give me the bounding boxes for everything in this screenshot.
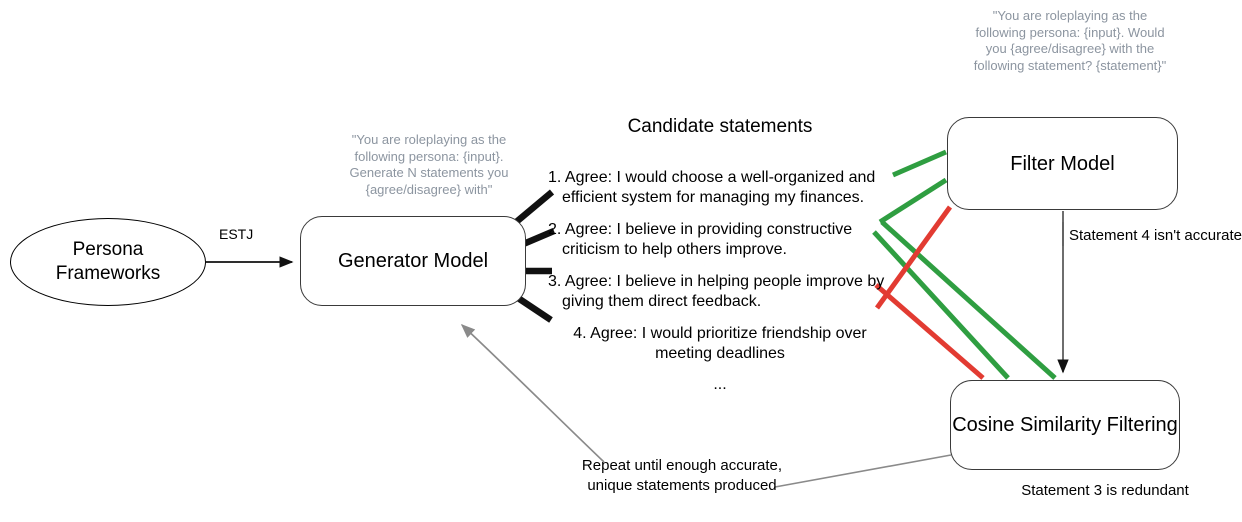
edge-label-estj: ESTJ xyxy=(219,226,254,242)
candidate-statements-list: 1. Agree: I would choose a well-organize… xyxy=(548,168,892,394)
node-filter-model-label: Filter Model xyxy=(1010,152,1115,175)
node-cosine-similarity-filtering-label: Cosine Similarity Filtering xyxy=(952,414,1178,436)
accepted-statement-lines-cosine xyxy=(872,220,1057,380)
edge-cosine-to-feedback-note xyxy=(774,454,952,488)
node-generator-model[interactable]: Generator Model xyxy=(300,216,526,306)
rejected-statement-lines xyxy=(874,205,985,380)
node-generator-model-label: Generator Model xyxy=(337,250,489,272)
filter-prompt-text: "You are roleplaying as the following pe… xyxy=(973,8,1167,73)
statement-item-4: 4. Agree: I would prioritize friendship … xyxy=(573,324,867,363)
statement-ellipsis: ... xyxy=(713,375,727,393)
statement-item-2: 2. Agree: I believe in providing constru… xyxy=(548,220,853,259)
node-persona-frameworks[interactable]: Persona Frameworks xyxy=(10,218,206,306)
node-cosine-similarity-filtering[interactable]: Cosine Similarity Filtering xyxy=(950,380,1180,470)
statement-item-1: 1. Agree: I would choose a well-organize… xyxy=(548,169,876,207)
statement-item-3: 3. Agree: I believe in helping people im… xyxy=(548,272,885,311)
node-filter-model[interactable]: Filter Model xyxy=(947,117,1178,210)
candidate-statements-heading: Candidate statements xyxy=(627,116,813,137)
annotation-filter-reject: Statement 4 isn't accurate xyxy=(1069,227,1242,244)
annotation-cosine-redundant: Statement 3 is redundant xyxy=(1021,482,1189,499)
generator-prompt-text: "You are roleplaying as the following pe… xyxy=(349,132,509,197)
node-persona-frameworks-label: Persona Frameworks xyxy=(55,239,161,284)
annotation-feedback-loop: Repeat until enough accurate, unique sta… xyxy=(581,457,783,495)
